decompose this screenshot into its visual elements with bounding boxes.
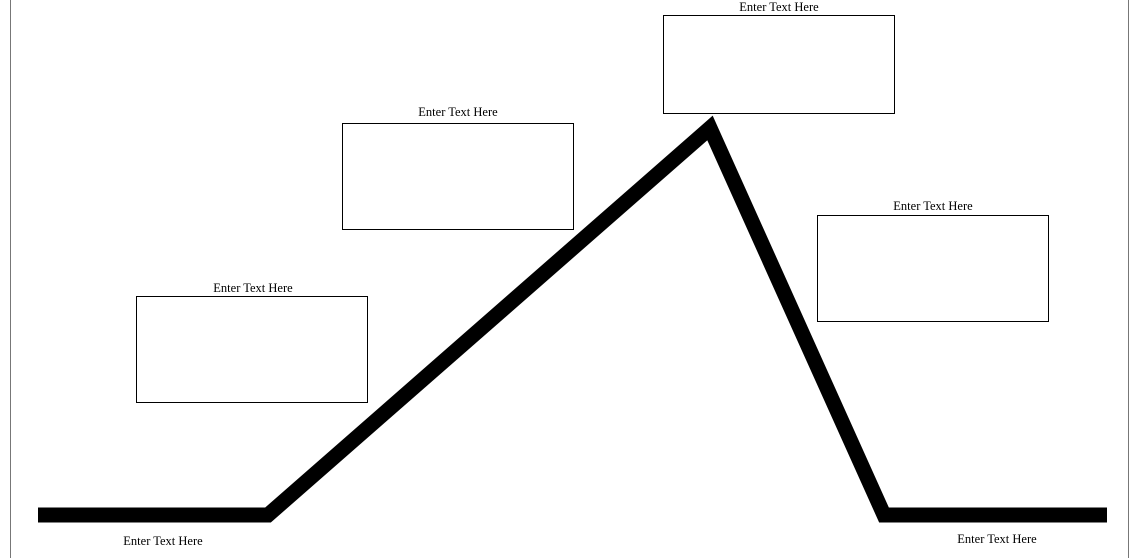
beginning-label: Enter Text Here xyxy=(123,534,203,548)
exposition-text-box[interactable] xyxy=(136,296,368,403)
page-border xyxy=(10,0,1129,558)
rising-action-text-box[interactable] xyxy=(342,123,574,230)
exposition-label: Enter Text Here xyxy=(213,281,293,295)
rising-action-label: Enter Text Here xyxy=(418,105,498,119)
story-arc-line xyxy=(38,115,1107,523)
climax-label: Enter Text Here xyxy=(739,0,819,14)
falling-action-label: Enter Text Here xyxy=(893,199,973,213)
climax-text-box[interactable] xyxy=(663,15,895,114)
plot-diagram-line xyxy=(38,115,1107,523)
falling-action-text-box[interactable] xyxy=(817,215,1049,322)
